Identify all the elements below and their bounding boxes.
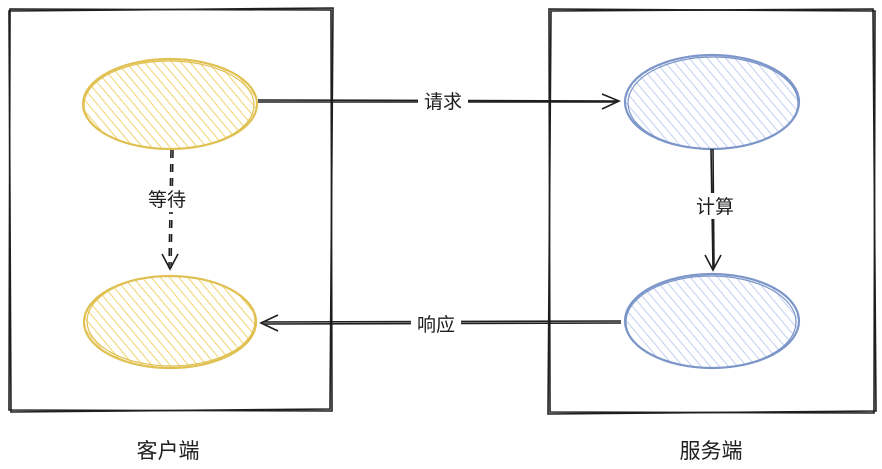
wait-label: 等待	[148, 189, 186, 211]
client-response-node	[82, 274, 258, 370]
server-receive-node	[623, 53, 801, 151]
client-box	[8, 7, 334, 413]
server-caption: 服务端	[680, 439, 743, 463]
response-label: 响应	[417, 314, 455, 336]
compute-label: 计算	[696, 196, 734, 218]
request-label: 请求	[424, 91, 462, 113]
client-caption: 客户端	[137, 439, 200, 463]
server-box	[547, 8, 877, 415]
client-request-node	[81, 57, 259, 151]
server-result-node	[623, 272, 801, 370]
